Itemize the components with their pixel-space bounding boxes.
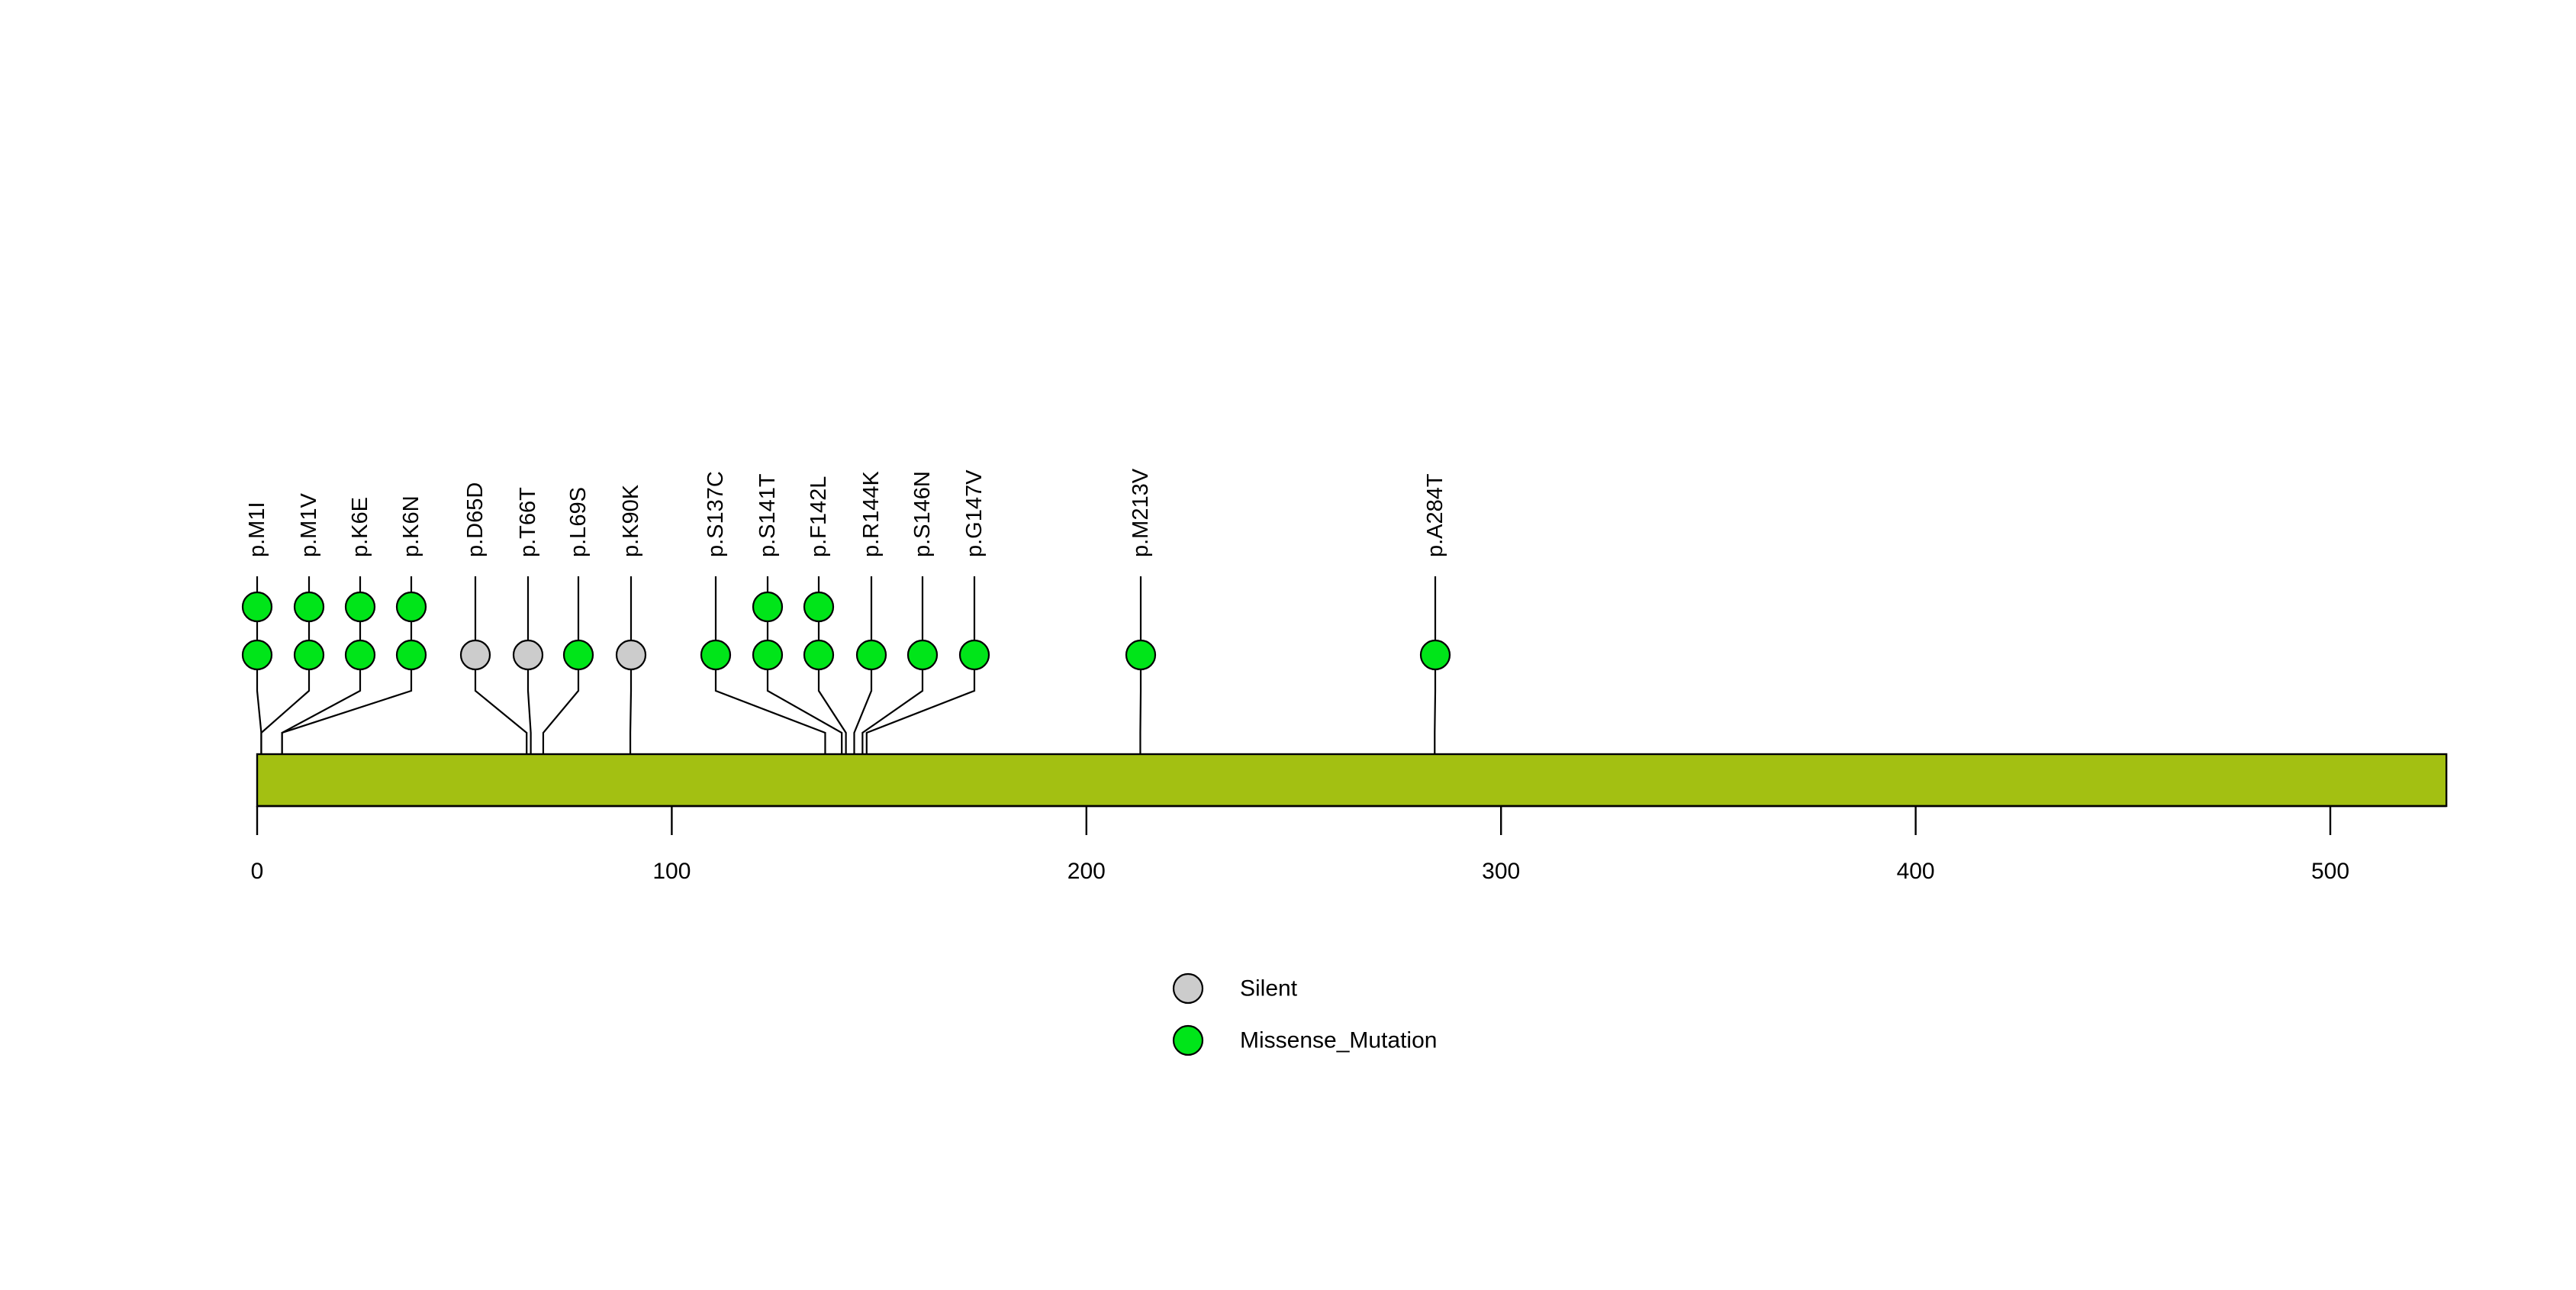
lollipop-marker[interactable] bbox=[293, 639, 325, 671]
lollipop-marker[interactable] bbox=[344, 639, 376, 671]
lollipop-marker[interactable] bbox=[1419, 639, 1451, 671]
mutation-label: p.K90K bbox=[619, 484, 643, 557]
x-axis-group: 0 100 200 300 400 500 bbox=[251, 805, 2447, 884]
lollipop-marker[interactable] bbox=[241, 639, 273, 671]
lollipop-marker[interactable] bbox=[395, 639, 427, 671]
legend-swatch[interactable] bbox=[1172, 972, 1204, 1005]
mutation-label: p.S141T bbox=[755, 473, 780, 557]
lollipop-marker[interactable] bbox=[752, 591, 784, 623]
x-axis-tick-label: 100 bbox=[652, 859, 691, 884]
mutation-label: p.K6E bbox=[348, 497, 372, 557]
mutation-label: p.D65D bbox=[463, 482, 488, 557]
mutation-label: p.K6N bbox=[399, 495, 423, 557]
lollipop-marker[interactable] bbox=[803, 639, 835, 671]
lollipop-circles-group bbox=[241, 591, 1451, 671]
lollipop-marker[interactable] bbox=[906, 639, 939, 671]
mutation-label: p.G147V bbox=[962, 469, 987, 557]
mutation-label: p.S146N bbox=[910, 471, 935, 557]
mutation-labels-group: p.M1I p.M1V p.K6E p.K6N p.D65D p.T66T p.L69S p.… bbox=[245, 468, 1447, 557]
lollipop-marker[interactable] bbox=[459, 639, 491, 671]
mutation-label: p.A284T bbox=[1423, 473, 1447, 557]
mutation-label: p.R144K bbox=[859, 470, 884, 557]
x-axis-tick-label: 500 bbox=[2311, 859, 2349, 884]
legend-swatch[interactable] bbox=[1172, 1024, 1204, 1056]
lollipop-marker[interactable] bbox=[700, 639, 732, 671]
lollipop-marker[interactable] bbox=[803, 591, 835, 623]
protein-domain-group bbox=[256, 753, 2448, 808]
mutation-label: p.F142L bbox=[807, 476, 831, 557]
mutation-label: p.M213V bbox=[1129, 468, 1153, 557]
lollipop-marker[interactable] bbox=[293, 591, 325, 623]
protein-domain-bar[interactable] bbox=[256, 753, 2448, 808]
lollipop-marker[interactable] bbox=[1125, 639, 1157, 671]
x-axis-tick-label: 300 bbox=[1482, 859, 1520, 884]
lollipop-marker[interactable] bbox=[241, 591, 273, 623]
lollipop-marker[interactable] bbox=[344, 591, 376, 623]
x-axis-tick-label: 400 bbox=[1897, 859, 1935, 884]
lollipop-marker[interactable] bbox=[562, 639, 594, 671]
mutation-label: p.M1I bbox=[245, 501, 269, 557]
lollipop-marker[interactable] bbox=[615, 639, 647, 671]
legend-label: Silent bbox=[1240, 976, 1298, 1001]
lollipop-marker[interactable] bbox=[855, 639, 887, 671]
lollipop-marker[interactable] bbox=[512, 639, 544, 671]
lollipop-marker[interactable] bbox=[958, 639, 990, 671]
x-axis-tick-label: 200 bbox=[1067, 859, 1106, 884]
mutation-label: p.T66T bbox=[516, 487, 540, 557]
mutation-label: p.M1V bbox=[297, 493, 321, 557]
x-axis-tick-label: 0 bbox=[251, 859, 264, 884]
lollipop-marker[interactable] bbox=[752, 639, 784, 671]
legend-label: Missense_Mutation bbox=[1240, 1028, 1437, 1053]
mutation-label: p.L69S bbox=[566, 487, 591, 557]
lollipop-marker[interactable] bbox=[395, 591, 427, 623]
mutation-label: p.S137C bbox=[704, 471, 728, 557]
